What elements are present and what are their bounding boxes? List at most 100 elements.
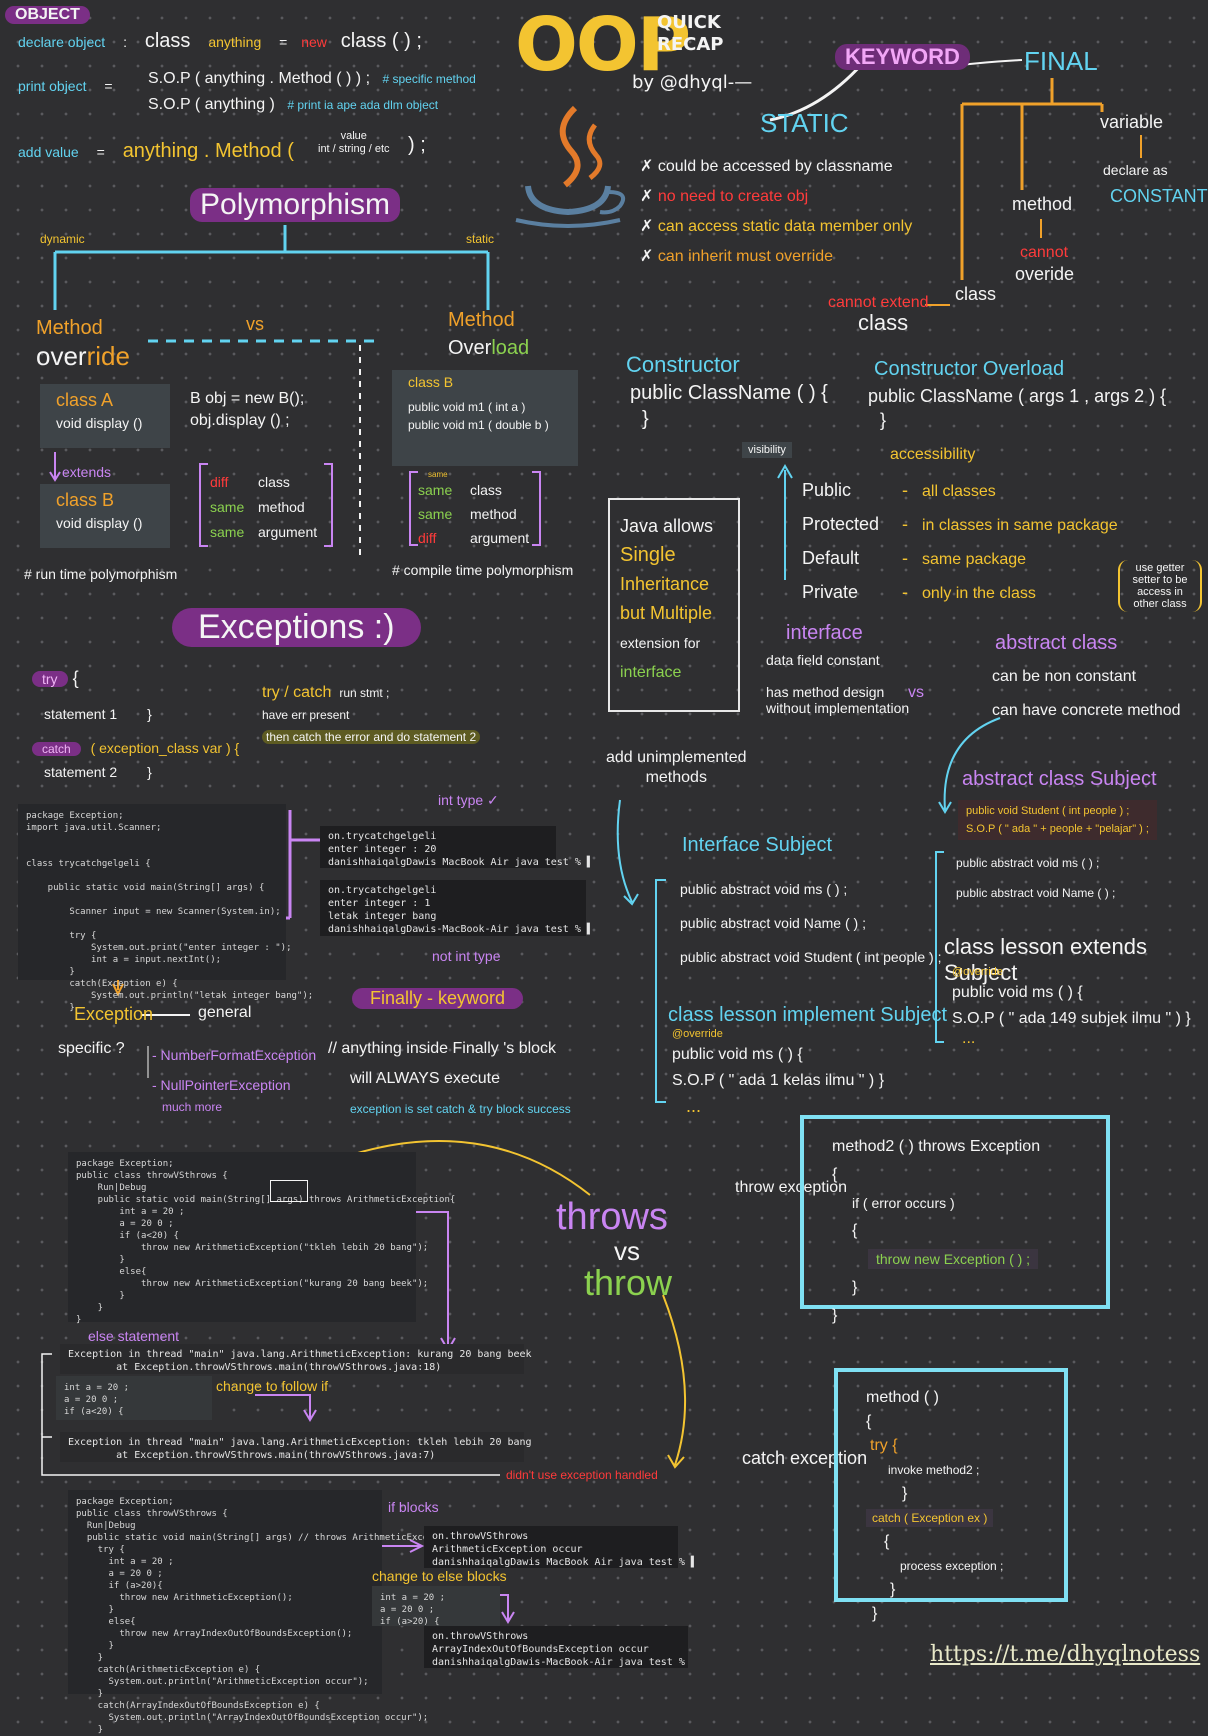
declare-object-row: declare object : class anything = new cl… — [18, 30, 422, 52]
general-label: general — [198, 1004, 252, 1021]
catch-line: catch ( exception_class var ) { — [32, 740, 239, 756]
constructor-title: Constructor — [626, 352, 740, 377]
footer-link[interactable]: https://t.me/dhyqlnotess — [930, 1642, 1201, 1667]
inheritance-box: Java allows Single Inheritance but Multi… — [608, 498, 740, 712]
statement-2: statement 2} — [44, 764, 152, 780]
exceptions-title: Exceptions :) — [172, 608, 421, 647]
method-overload-title: Method Overload — [448, 309, 530, 359]
constructor-close: } — [642, 408, 649, 430]
cannot-extend: cannot extend — [828, 294, 929, 311]
final-variable: variable — [1100, 112, 1164, 132]
cannot-label: cannot — [1020, 244, 1069, 261]
constructor-overload-line: public ClassName ( args 1 , args 2 ) { — [868, 386, 1167, 406]
class-b-panel: class B void display () — [40, 484, 170, 548]
obj-instance: B obj = new B();obj.display () ; — [190, 390, 305, 429]
overload-class-panel: class B public void m1 ( int a ) public … — [392, 370, 578, 466]
final-class: class — [955, 284, 997, 304]
terminal-array-output: on.throwVSthrows ArrayIndexOutOfBoundsEx… — [424, 1626, 688, 1668]
throws-highlight-box — [270, 1180, 308, 1202]
change-to-follow-if: change to follow if — [216, 1378, 329, 1394]
throw-exception-box: method2 ( ) throws Exception { if ( erro… — [800, 1115, 1110, 1324]
private-note: use getter setter to be access in other … — [1118, 560, 1202, 612]
dynamic-label: dynamic — [40, 232, 85, 246]
terminal-int-output: on.trycatchgelgeli enter integer : 20 da… — [320, 826, 593, 868]
extends-title: class lesson extends Subject — [944, 934, 1147, 985]
implements-title: class lesson implement Subject — [668, 1004, 948, 1026]
abstract-methods: public abstract void ms ( ) ;public abst… — [956, 856, 1116, 900]
didnt-use-exception-note: didn't use exception handled — [506, 1468, 658, 1482]
finally-explainer: // anything inside Finally 's block will… — [328, 1040, 571, 1116]
catch-exception-box: method ( ) { try { invoke method2 ; } ca… — [834, 1368, 1068, 1622]
try-line: try { — [32, 668, 79, 689]
exception-label: Exception — [74, 1004, 154, 1024]
declare-as: declare as — [1103, 162, 1168, 178]
exception-output-2: Exception in thread "main" java.lang.Ari… — [60, 1432, 532, 1462]
add-value-end: ) ; — [408, 134, 426, 156]
throw-title: throw — [584, 1262, 673, 1303]
class-a-panel: class A void display () — [40, 384, 170, 448]
print-object-line1: S.O.P ( anything . Method ( ) ) ; # spec… — [148, 70, 476, 87]
constant-label: CONSTANT — [1110, 186, 1208, 206]
finally-title: Finally - keyword — [352, 988, 524, 1009]
abstract-more-dots: ... — [962, 1030, 976, 1047]
cannot-override: overide — [1015, 264, 1075, 284]
access-table: Public-all classes Protected-in classes … — [802, 480, 1118, 602]
specific-exceptions: - NumberFormatException- NullPointerExce… — [152, 1047, 317, 1093]
interface-label: interface — [786, 622, 863, 644]
throw-exception-label: throw exception — [735, 1179, 848, 1196]
method-override-title: Method override — [36, 317, 130, 371]
interface-point-1: data field constant — [766, 652, 880, 668]
constructor-overload-close: } — [880, 410, 887, 430]
keyword-badge: KEYWORD — [835, 44, 970, 70]
change-to-else-blocks: change to else blocks — [372, 1568, 507, 1584]
abstract-point-2: can have concrete method — [992, 702, 1181, 719]
polymorphism-title: Polymorphism — [190, 188, 401, 222]
not-int-label: not int type — [432, 948, 501, 964]
override-annotation: @override — [672, 1028, 723, 1040]
if-blocks-label: if blocks — [388, 1499, 439, 1515]
snippet-a-more-20: int a = 20 ; a = 20 0 ; if (a>20) { — [372, 1586, 500, 1627]
cannot-extend-class: class — [858, 310, 909, 335]
runtime-note: # run time polymorphism — [24, 566, 178, 582]
static-points: ✗ could be accessed by classname ✗ no ne… — [640, 158, 913, 265]
constructor-line: public ClassName ( ) { — [630, 382, 828, 404]
snippet-a-less-20: int a = 20 ; a = 20 0 ; if (a<20) { — [56, 1376, 212, 1420]
abstract-label: abstract class — [995, 632, 1118, 654]
abstract-student-method: public void Student ( int people ) ;S.O.… — [958, 800, 1157, 840]
abstract-point-1: can be non constant — [992, 668, 1137, 685]
byline: by @dhyql-— — [632, 72, 753, 93]
interface-more-dots: ... — [686, 1096, 702, 1116]
page-title: OOP — [515, 2, 691, 88]
print-object-line2: S.O.P ( anything ) # print ia ape ada dl… — [148, 96, 439, 113]
else-statement-label: else statement — [88, 1328, 180, 1344]
vs-label: vs — [246, 314, 264, 334]
interface-subject-title: Interface Subject — [682, 834, 833, 856]
print-object-row: print object = — [18, 78, 113, 94]
visibility-label: visibility — [742, 442, 792, 458]
add-value-row: add value = anything . Method ( — [18, 140, 294, 162]
trycatch-code-block: package Exception; import java.util.Scan… — [18, 804, 313, 1013]
static-label: static — [466, 232, 495, 246]
abstract-subject-title: abstract class Subject — [962, 768, 1157, 790]
abstract-override-annotation: @override — [952, 966, 1003, 978]
interface-subject-body: public abstract void ms ( ) ; public abs… — [680, 881, 942, 965]
trycatch-throw-code-block: package Exception; public class throwVSt… — [68, 1490, 444, 1735]
terminal-arith-output: on.throwVSthrows ArithmeticException occ… — [424, 1526, 697, 1568]
same-small-note: same — [428, 470, 448, 479]
final-method: method — [1012, 194, 1073, 214]
specific-label: specific ? — [58, 1040, 125, 1057]
static-keyword: STATIC — [760, 108, 849, 138]
final-keyword: FINAL — [1024, 46, 1098, 76]
constructor-overload-title: Constructor Overload — [874, 358, 1065, 380]
terminal-not-int-output: on.trycatchgelgeli enter integer : 1 let… — [320, 880, 593, 936]
statement-1: statement 1} — [44, 706, 152, 722]
interface-vs-abstract: vs — [908, 684, 924, 701]
object-badge: OBJECT — [5, 6, 90, 24]
throws-title: throws — [556, 1196, 668, 1238]
